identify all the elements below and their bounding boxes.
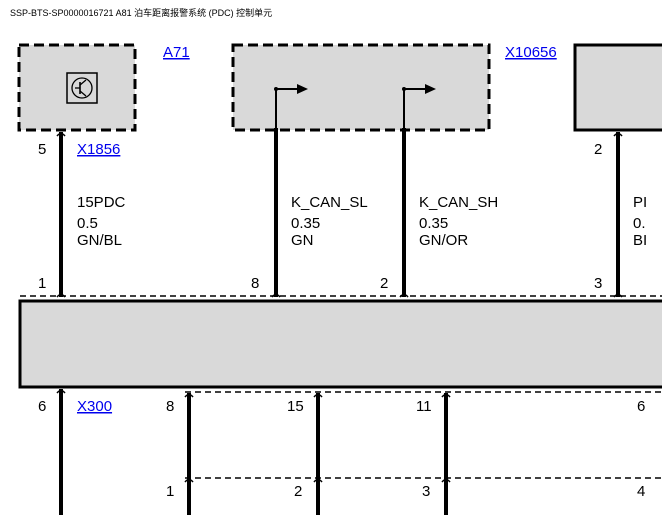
transistor-icon <box>66 72 98 104</box>
svg-text:GN: GN <box>291 232 314 249</box>
svg-text:BI: BI <box>633 232 647 249</box>
signal-arrow-icon <box>402 84 436 128</box>
pin-number: 3 <box>422 483 430 500</box>
svg-text:15PDC: 15PDC <box>77 194 126 211</box>
pin-number: 6 <box>38 398 46 415</box>
svg-text:K_CAN_SL: K_CAN_SL <box>291 194 368 211</box>
pin-number: 4 <box>637 483 645 500</box>
a71-link[interactable]: A71 <box>163 44 190 61</box>
pin-number: 2 <box>294 483 302 500</box>
svg-text:GN/BL: GN/BL <box>77 232 122 249</box>
svg-text:0.: 0. <box>633 215 646 232</box>
pin-number: 8 <box>251 275 259 292</box>
pin-number: 11 <box>416 398 432 415</box>
x10656-module-box <box>231 43 491 132</box>
wire-label-15pdc: 15PDC 0.5 GN/BL <box>77 194 126 249</box>
right-module-box <box>573 43 662 132</box>
wire-label-k-can-sh: K_CAN_SH 0.35 GN/OR <box>419 194 498 249</box>
pin-number: 6 <box>637 398 645 415</box>
wire-label-right: PI 0. BI <box>633 194 647 249</box>
pin-number: 2 <box>594 141 602 158</box>
pin-number: 3 <box>594 275 602 292</box>
pin-number: 2 <box>380 275 388 292</box>
x300-link[interactable]: X300 <box>77 398 112 415</box>
pin-number: 1 <box>38 275 46 292</box>
svg-text:K_CAN_SH: K_CAN_SH <box>419 194 498 211</box>
svg-text:0.35: 0.35 <box>291 215 320 232</box>
x10656-link[interactable]: X10656 <box>505 44 557 61</box>
svg-text:PI: PI <box>633 194 647 211</box>
control-unit-box <box>18 299 662 389</box>
pin-number: 8 <box>166 398 174 415</box>
pin-caps-upper <box>56 132 623 298</box>
pin-caps-lower <box>56 389 451 483</box>
pin-number: 5 <box>38 141 46 158</box>
svg-text:0.5: 0.5 <box>77 215 98 232</box>
signal-arrow-icon <box>274 84 308 128</box>
pin-number: 1 <box>166 483 174 500</box>
svg-text:GN/OR: GN/OR <box>419 232 468 249</box>
pin-number: 15 <box>287 398 304 415</box>
wire-label-k-can-sl: K_CAN_SL 0.35 GN <box>291 194 368 249</box>
x1856-link[interactable]: X1856 <box>77 141 120 158</box>
svg-text:0.35: 0.35 <box>419 215 448 232</box>
page-title: SSP-BTS-SP0000016721 A81 泊车距离报警系统 (PDC) … <box>10 7 272 18</box>
